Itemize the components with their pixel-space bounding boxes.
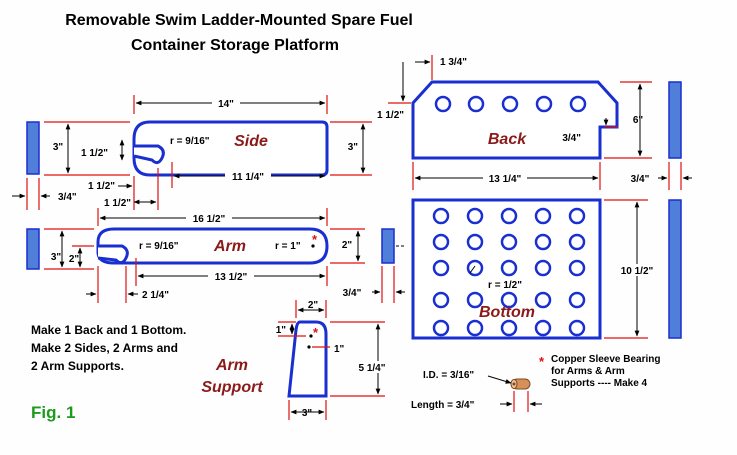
support-bottom-dim: 3" [302,408,313,419]
back-inset-dim: 3/4" [562,133,581,144]
back-outline [411,80,619,160]
make-note-line-1: Make 1 Back and 1 Bottom. [31,323,186,337]
arm-outline [96,227,329,265]
back-chamfer-w-dim: 1 3/4" [440,57,467,68]
bottom-hole-radius-dim: r = 1/2" [488,280,522,291]
bottom-hole [500,319,518,337]
bottom-hole [432,291,450,309]
arm-label: Arm [213,238,246,255]
back-width-dim: 13 1/4" [489,174,522,185]
bottom-hole [466,233,484,251]
bottom-hole [500,233,518,251]
sleeve-note-line-2: for Arms & Arm [551,366,625,377]
sleeve-bearing: * Copper Sleeve Bearing for Arms & Arm S… [411,354,660,412]
bottom-hole [534,291,552,309]
support-top-dim: 2" [308,300,319,311]
arm-straight-dim: 13 1/2" [215,272,248,283]
side-slot-offset-dim: 1 1/2" [81,148,108,159]
arm-height-dim: 2" [342,240,353,251]
bottom-hole [432,233,450,251]
back-part: Back 1 3/4" 1 1/2" 6" 3/4" 13 1/4" 3/4" [377,55,692,190]
side-length-dim: 14" [218,99,234,110]
sleeve-icon [510,378,531,390]
arm-bearing-marker: * [312,232,318,247]
sleeve-note-line-3: Supports ---- Make 4 [551,378,648,389]
bottom-hole [466,319,484,337]
arm-left-inner-dim: 2" [69,254,80,265]
back-edge-thickness-dim: 3/4" [631,174,650,185]
arm-radius-right-dim: r = 1" [275,241,301,252]
figure-label: Fig. 1 [31,403,75,422]
bottom-edge-view [668,199,682,339]
side-straight-dim: 11 1/4" [232,172,264,183]
bottom-hole [568,207,586,225]
instructions: Make 1 Back and 1 Bottom. Make 2 Sides, … [31,323,186,373]
bottom-hole [534,207,552,225]
bottom-hole [534,319,552,337]
support-hole-1-dim: 1" [276,325,287,336]
bottom-hole [432,207,450,225]
bottom-hole [568,233,586,251]
bottom-hole [500,207,518,225]
sleeve-id-dim: I.D. = 3/16" [423,370,474,381]
bottom-hole [500,259,518,277]
bottom-hole [466,291,484,309]
support-height-dim: 5 1/4" [359,363,386,374]
arm-slot [97,244,129,265]
sleeve-length-dim: Length = 3/4" [411,400,475,411]
side-slot [133,144,165,165]
arm-length-dim: 16 1/2" [193,214,226,225]
back-label: Back [488,131,527,148]
bottom-hole [432,259,450,277]
bottom-hole [432,319,450,337]
make-note-line-2: Make 2 Sides, 2 Arms and [31,341,178,355]
bottom-height-dim: 10 1/2" [621,266,654,277]
arm-edge-thickness-dim: 3/4" [343,288,362,299]
arm-part: Arm r = 9/16" r = 1" * 16 1/2" 2" 3" 2" … [26,208,406,303]
arm-support-label-1: Arm [215,357,248,374]
bottom-label: Bottom [479,304,535,321]
bottom-hole [568,319,586,337]
back-height-dim: 6" [633,115,644,126]
arm-left-height-dim: 3" [51,252,62,263]
support-hole-2-dim: 1" [334,344,345,355]
sleeve-star: * [539,354,545,369]
bottom-hole-grid [432,207,586,337]
make-note-line-3: 2 Arm Supports. [31,359,124,373]
arm-support-outline [287,320,328,398]
title-line-2: Container Storage Platform [131,37,339,54]
bottom-hole [500,291,518,309]
bottom-part: Bottom r = 1/2" 10 1/2" [411,198,682,340]
bottom-hole [534,233,552,251]
side-radius-dim: r = 9/16" [170,136,210,147]
back-edge-view [668,81,682,159]
side-edge-view [26,121,40,175]
arm-support-label-2: Support [201,379,263,396]
arm-right-edge-view [381,228,395,264]
arm-support-part: * Arm Support 2" 1" 1" 5 1/4" 3" [201,300,389,420]
side-part: Side r = 9/16" 14" 3" 3" 1 1/2" 11 1/4" … [12,95,372,210]
bottom-hole [568,259,586,277]
arm-edge-view [26,228,40,270]
bottom-hole [568,291,586,309]
side-slot-offset-3-dim: 1 1/2" [104,198,131,209]
bottom-hole [534,259,552,277]
back-chamfer-h-dim: 1 1/2" [377,110,404,121]
arm-slot-dim: 2 1/4" [142,290,169,301]
sleeve-note-line-1: Copper Sleeve Bearing [551,354,660,365]
bottom-hole [466,207,484,225]
title-line-1: Removable Swim Ladder-Mounted Spare Fuel [65,12,413,29]
side-label: Side [234,133,268,150]
support-bearing-marker: * [313,325,319,340]
side-left-height-dim: 3" [53,142,64,153]
side-slot-offset-2-dim: 1 1/2" [88,181,115,192]
arm-radius-left-dim: r = 9/16" [139,241,179,252]
side-height-dim: 3" [348,142,359,153]
side-edge-thickness-dim: 3/4" [58,192,77,203]
